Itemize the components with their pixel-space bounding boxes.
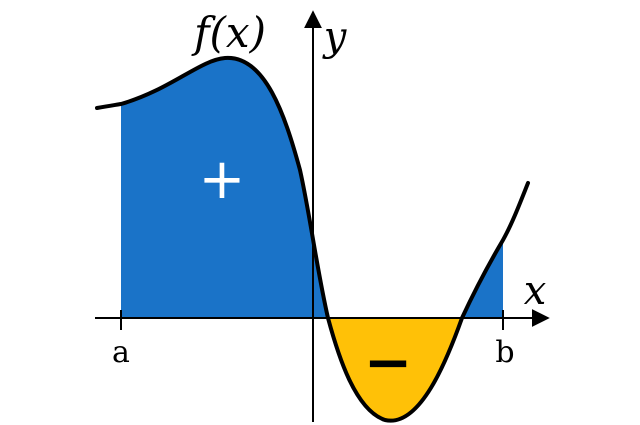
negative-area [328,318,462,421]
function-curve [95,55,530,423]
positive-sign: + [199,147,246,212]
negative-sign: − [364,328,413,396]
positive-sign-text: + [199,147,246,212]
function-label: f(x) [191,8,266,57]
y-axis-label: y [322,14,348,60]
lower-bound-label: a [112,335,130,370]
positive-area-left [121,57,328,319]
x-axis-label: x [524,268,547,314]
upper-bound-label: b [495,335,514,370]
